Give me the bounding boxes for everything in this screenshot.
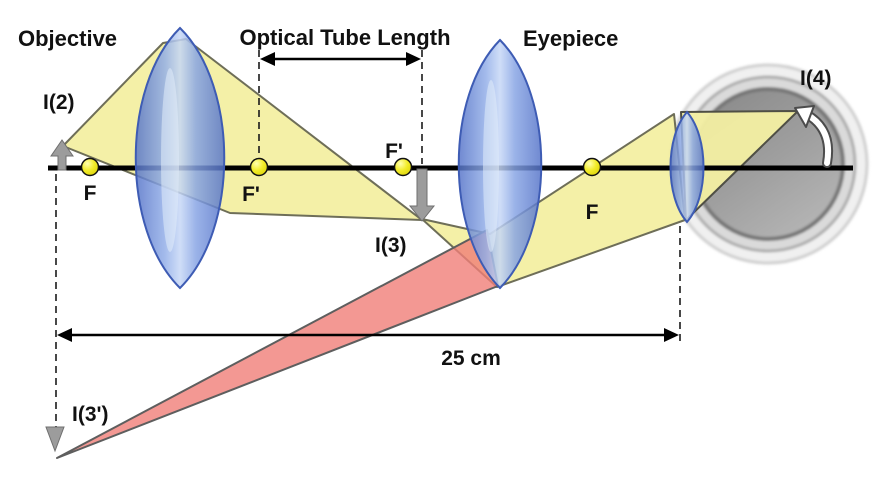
tube-length-label: Optical Tube Length [239, 25, 450, 50]
eye-lens [669, 110, 705, 224]
image3-virtual-label: I(3') [72, 403, 109, 426]
focal-label-objective-front: F [84, 182, 97, 205]
focal-label-objective-back: F' [242, 183, 260, 206]
objective-label: Objective [18, 26, 117, 51]
focal-point-intermediate [393, 157, 413, 177]
tube-length-arrowhead-left [260, 52, 275, 66]
virtual-image-arrowhead-down [45, 426, 65, 453]
beam-virtual-image-red [56, 229, 499, 459]
tube-length-dimension [260, 52, 421, 66]
focal-label-eyepiece-front: F [586, 201, 599, 224]
tube-length-arrowhead-right [406, 52, 421, 66]
near-point-arrowhead-left [57, 328, 72, 342]
image4-label: I(4) [800, 67, 832, 90]
focal-point-eyepiece-front [582, 157, 602, 177]
focal-label-intermediate: F' [385, 140, 403, 163]
focal-point-objective-back [249, 157, 269, 177]
near-point-distance-label: 25 cm [441, 347, 501, 370]
objective-lens [134, 26, 226, 290]
retina-arrowhead [794, 105, 815, 128]
image2-label: I(2) [43, 91, 75, 114]
near-point-dimension [57, 328, 679, 342]
eyepiece-lens-highlight [483, 80, 499, 252]
intermediate-image-arrow-down [408, 168, 436, 222]
near-point-arrowhead-right [664, 328, 679, 342]
objective-lens-highlight [161, 68, 179, 252]
object-arrow-up [50, 139, 74, 171]
image3-label: I(3) [375, 234, 407, 257]
focal-point-objective-front [80, 157, 100, 177]
eyepiece-lens [457, 38, 543, 290]
eyepiece-label: Eyepiece [523, 26, 618, 51]
retina-image-arrow [794, 105, 833, 168]
